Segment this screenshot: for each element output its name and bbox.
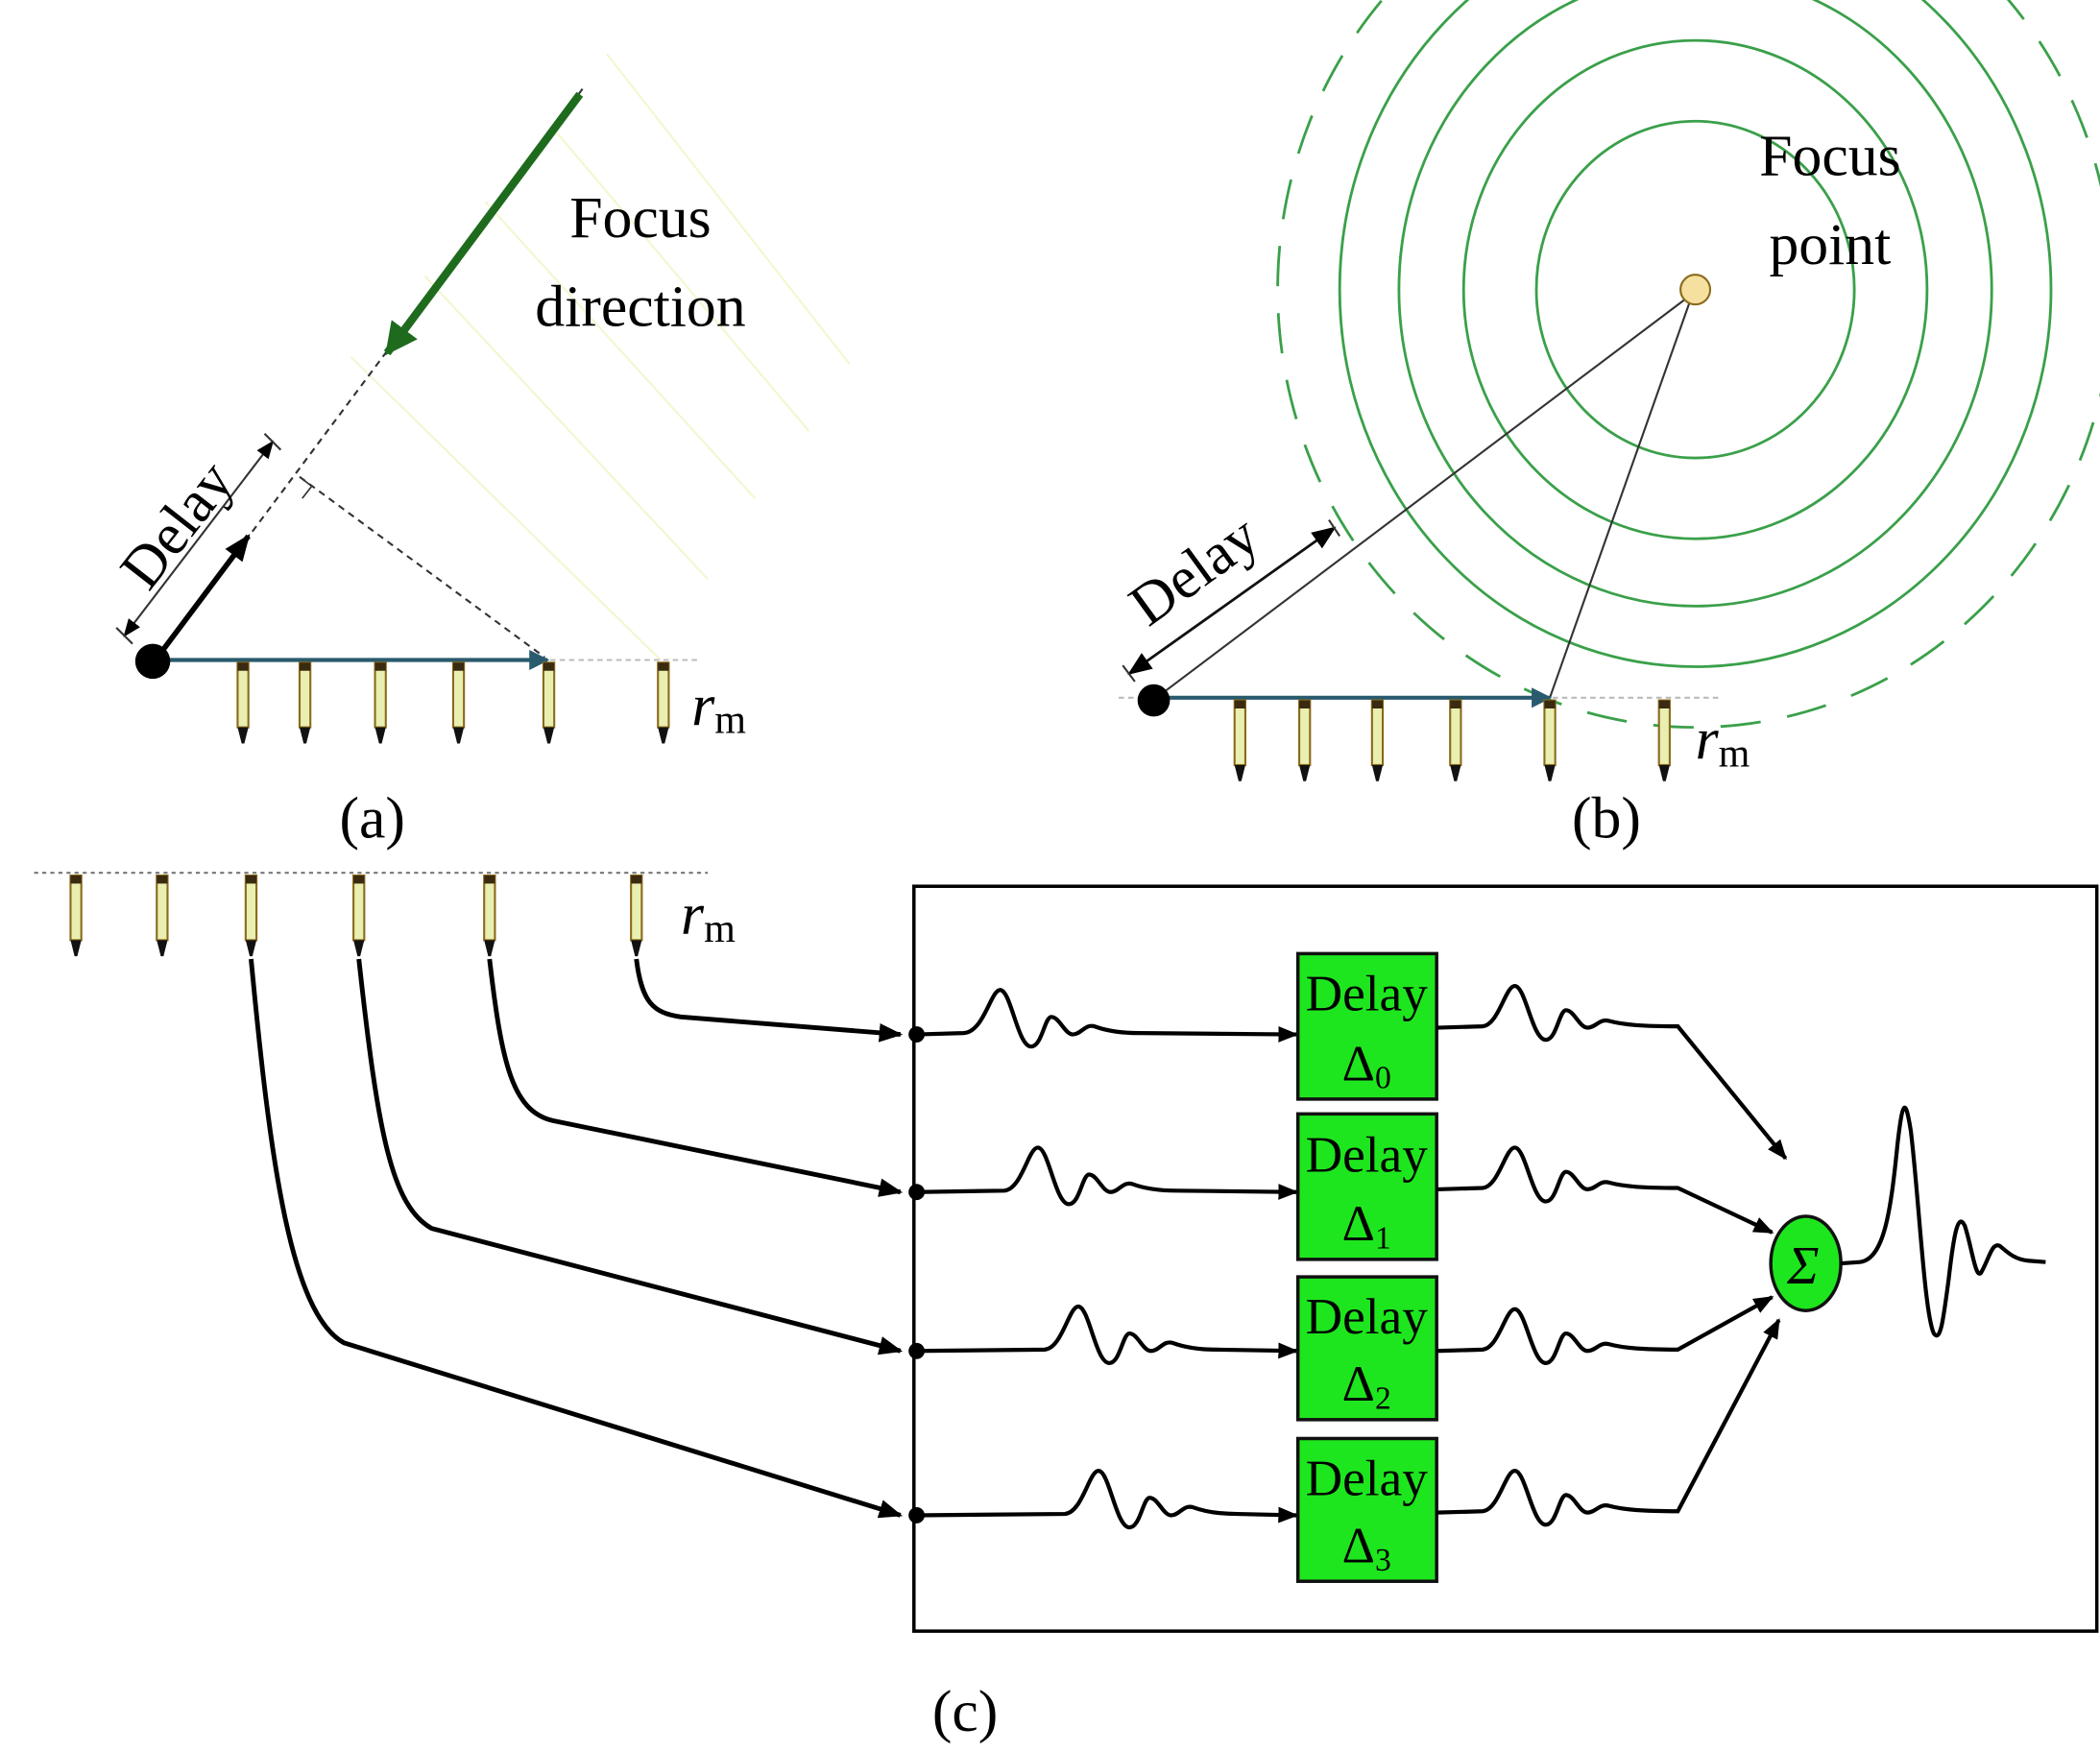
wavelet-2 [916, 1304, 1299, 1366]
ray-reference [1155, 293, 1694, 699]
reference-sensor-dot [1137, 684, 1171, 717]
perpendicular-line [299, 475, 545, 659]
receiver-icon [542, 661, 556, 745]
receiver-icon [352, 874, 366, 958]
delayed-wavelet-3 [1436, 1318, 1781, 1527]
wavefront-ring [1461, 38, 1929, 540]
wavefront-ring [1338, 0, 2053, 668]
wavefront-rings [1276, 0, 2100, 729]
delay-box-label: Delay [1306, 1126, 1429, 1184]
receiver-icon [374, 661, 387, 745]
panel-c: rm Delay Δ0 [34, 872, 2099, 1744]
panel-a: Delay rm Focus direction (a) [108, 53, 851, 852]
delay-box-2: Delay Δ2 [1295, 1275, 1438, 1422]
delay-box-symbol: Δ1 [1342, 1194, 1391, 1256]
panel-b: Delay rm Focus point (b) [1118, 0, 2100, 852]
junction-dots [908, 1026, 926, 1523]
cable-2 [356, 958, 904, 1355]
receiver-icon [298, 661, 312, 745]
receiver-icon [1543, 699, 1557, 782]
wavelet-1 [916, 1145, 1299, 1207]
receiver-array [236, 661, 670, 745]
delay-box-label: Delay [1306, 1287, 1429, 1345]
focus-point-title-1: Focus [1759, 123, 1900, 188]
processing-box [912, 884, 2099, 1633]
receiver-label: rm [1696, 707, 1750, 776]
delay-dimension [1127, 526, 1337, 676]
delay-box-label: Delay [1306, 1449, 1429, 1506]
receiver-icon [1233, 699, 1246, 782]
receiver-icon [451, 661, 466, 745]
receiver-icon [1298, 699, 1312, 782]
input-wavelets [916, 988, 1299, 1530]
reference-sensor-dot [134, 643, 171, 680]
delay-label: Delay [1118, 502, 1270, 638]
delayed-wavelet-2 [1436, 1295, 1774, 1366]
delay-tick [115, 627, 133, 645]
delay-tick [1122, 664, 1136, 683]
delay-box-0: Delay Δ0 [1295, 951, 1438, 1101]
cable-0 [634, 958, 904, 1043]
receiver-array [69, 874, 643, 958]
beamformed-output-wavelet [1840, 1105, 2046, 1338]
panel-c-caption: (c) [932, 1679, 999, 1744]
delay-box-symbol: Δ3 [1342, 1517, 1391, 1578]
delay-dimension [123, 440, 275, 637]
plane-wavefronts [350, 53, 851, 661]
receiver-icon [657, 661, 670, 745]
panel-a-caption: (a) [340, 786, 406, 852]
wavelet-3 [916, 1469, 1299, 1530]
wavefront-ring [1534, 119, 1856, 460]
receiver-array [1233, 699, 1671, 782]
focus-point-icon [1679, 274, 1712, 306]
receiver-label: rm [691, 673, 746, 742]
receiver-icon [236, 661, 250, 745]
receiver-icon [483, 874, 496, 958]
delay-box-symbol: Δ0 [1342, 1034, 1391, 1095]
delayed-wavelets [1436, 983, 1788, 1527]
wavefront-ring [1276, 0, 2100, 729]
focus-point-title-2: point [1769, 212, 1891, 277]
delay-box-symbol: Δ2 [1342, 1355, 1391, 1416]
delay-tick [263, 433, 282, 451]
cable-1 [487, 958, 904, 1197]
delay-box-label: Delay [1306, 964, 1429, 1021]
sum-symbol: Σ [1786, 1236, 1819, 1296]
receiver-icon [630, 874, 643, 958]
focus-direction-title-2: direction [535, 275, 745, 340]
delay-tick [1328, 519, 1341, 538]
receiver-icon [244, 874, 258, 958]
right-angle-mark [299, 476, 313, 499]
focus-direction-arrow [383, 91, 584, 356]
summation-node: Σ [1769, 1214, 1843, 1312]
cable-3 [249, 958, 904, 1519]
receiver-icon [69, 874, 83, 958]
cables [249, 958, 904, 1519]
receiver-icon [1370, 699, 1385, 782]
receiver-label: rm [681, 881, 736, 950]
delay-box-1: Delay Δ1 [1295, 1112, 1438, 1261]
panel-b-caption: (b) [1572, 786, 1641, 852]
receiver-icon [156, 874, 169, 958]
delay-label: Delay [108, 449, 246, 601]
receiver-icon [1449, 699, 1462, 782]
delayed-wavelet-1 [1436, 1145, 1774, 1235]
wavefront-ring [1397, 0, 1993, 608]
delayed-wavelet-0 [1436, 983, 1788, 1161]
focus-direction-title-1: Focus [569, 185, 711, 251]
delay-box-3: Delay Δ3 [1295, 1436, 1438, 1583]
wavelet-0 [916, 988, 1299, 1049]
receiver-icon [1657, 699, 1671, 782]
ray-receiver [1549, 293, 1694, 699]
